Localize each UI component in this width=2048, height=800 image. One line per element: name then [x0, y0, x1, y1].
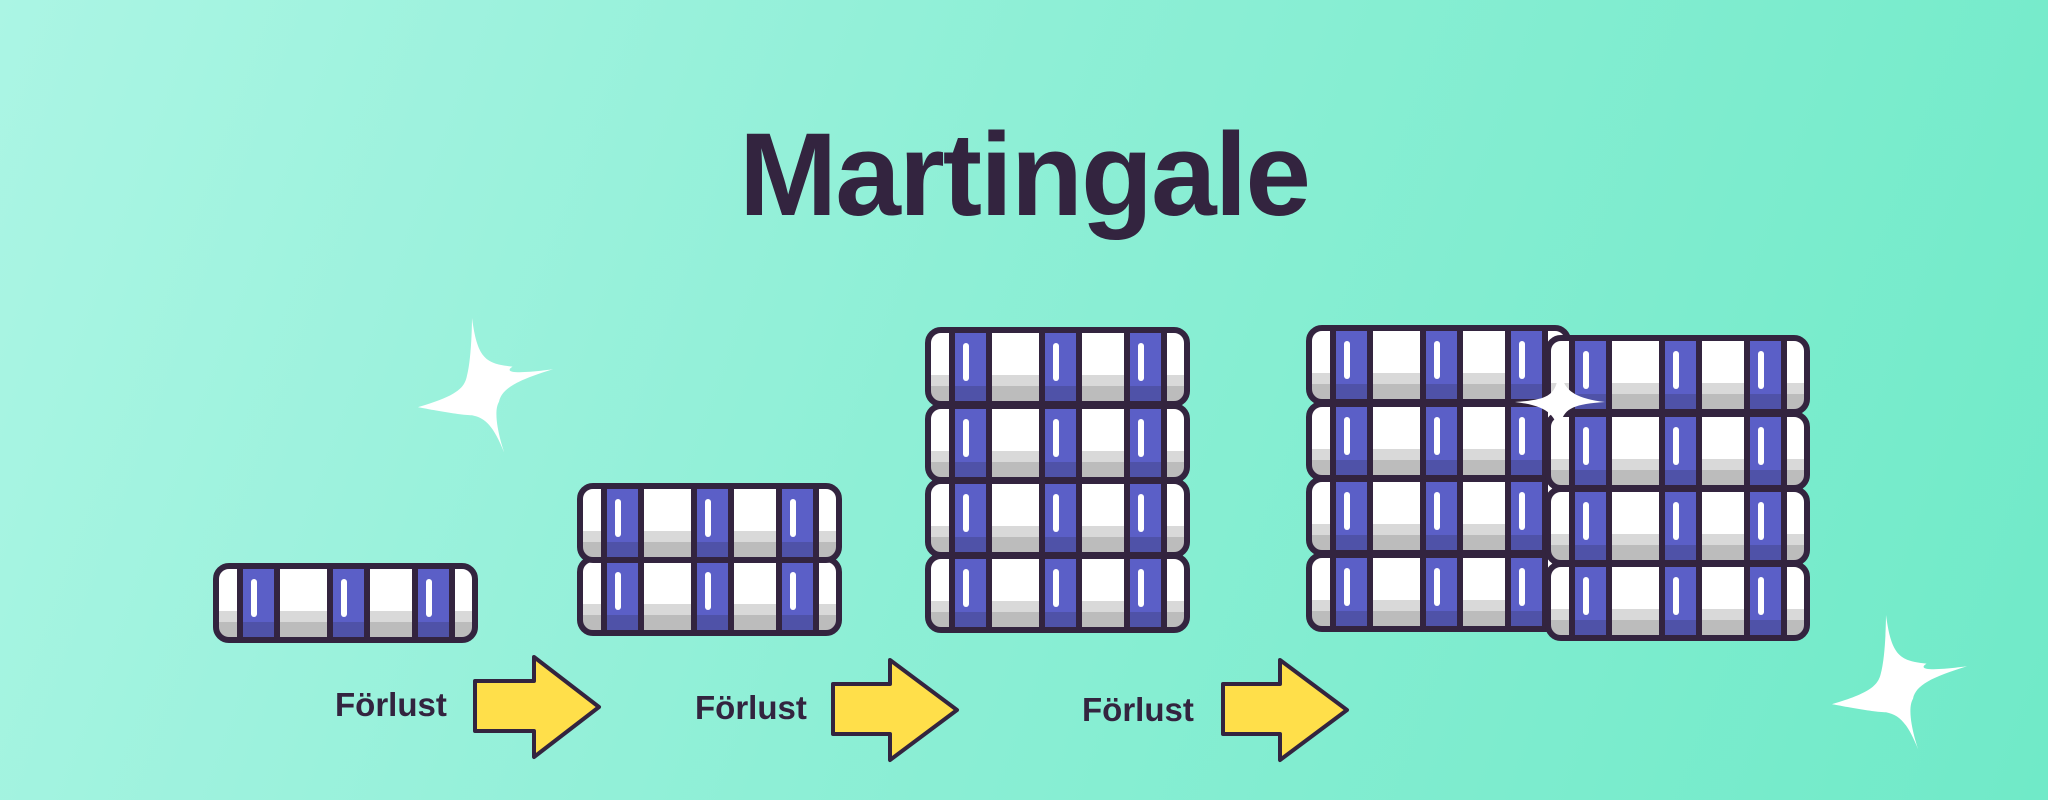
- poker-chip-icon: [1306, 552, 1571, 632]
- page-title: Martingale: [738, 109, 1311, 241]
- poker-chip-icon: [213, 563, 478, 643]
- poker-chip-icon: [925, 553, 1190, 633]
- poker-chip-icon: [577, 483, 842, 563]
- poker-chip-icon: [925, 403, 1190, 483]
- sparkle-icon: [1515, 372, 1605, 432]
- chip-stack-2: [577, 483, 842, 636]
- chip-stack-1: [213, 563, 478, 643]
- poker-chip-icon: [1545, 561, 1810, 641]
- poker-chip-icon: [1545, 411, 1810, 491]
- poker-chip-icon: [1545, 486, 1810, 566]
- chip-stack-3: [925, 327, 1190, 633]
- right-arrow-icon: [473, 655, 601, 759]
- chip-stack-4a: [1306, 325, 1571, 632]
- poker-chip-icon: [925, 327, 1190, 407]
- poker-chip-icon: [1306, 401, 1571, 481]
- poker-chip-icon: [577, 556, 842, 636]
- poker-chip-icon: [1306, 325, 1571, 405]
- poker-chip-icon: [925, 478, 1190, 558]
- right-arrow-icon: [1221, 658, 1349, 762]
- step-label: Förlust: [335, 686, 447, 723]
- sparkle-icon: [418, 318, 553, 453]
- step-label: Förlust: [1082, 691, 1194, 728]
- step-label: Förlust: [695, 689, 807, 726]
- poker-chip-icon: [1306, 476, 1571, 556]
- sparkle-icon: [1832, 615, 1967, 750]
- right-arrow-icon: [831, 658, 959, 762]
